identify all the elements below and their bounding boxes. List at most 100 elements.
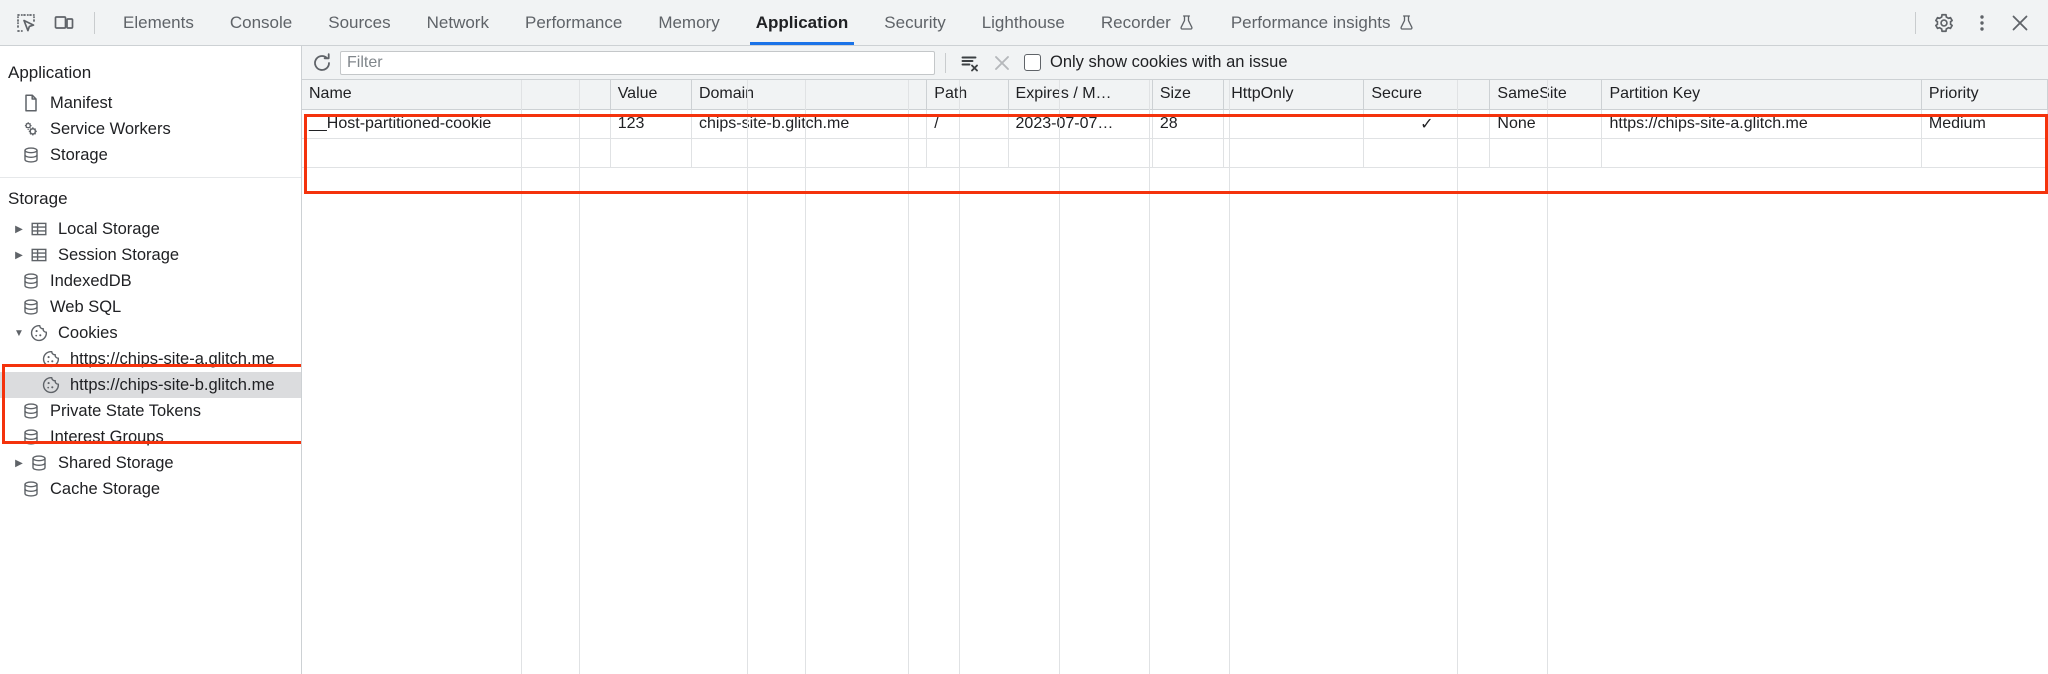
- tab-performance-insights[interactable]: Performance insights: [1213, 0, 1433, 45]
- tab-label: Lighthouse: [981, 12, 1065, 32]
- column-header-secure[interactable]: Secure: [1363, 80, 1491, 110]
- column-header-size[interactable]: Size: [1152, 80, 1225, 110]
- cell-priority: Medium: [1921, 109, 2048, 139]
- sidebar-item-manifest[interactable]: Manifest: [0, 90, 301, 116]
- sidebar-item-label: Storage: [50, 145, 108, 164]
- column-header-name[interactable]: Name: [302, 80, 611, 110]
- tab-label: Console: [229, 12, 293, 32]
- tab-security[interactable]: Security: [866, 0, 963, 45]
- more-vertical-icon[interactable]: [1964, 5, 2000, 41]
- sidebar-item-cache-storage[interactable]: Cache Storage: [0, 476, 301, 502]
- tab-lighthouse[interactable]: Lighthouse: [964, 0, 1083, 45]
- column-header-priority[interactable]: Priority: [1921, 80, 2048, 110]
- tab-application[interactable]: Application: [738, 0, 867, 45]
- sidebar-item-interest-groups[interactable]: Interest Groups: [0, 424, 301, 450]
- sidebar-item-local-storage[interactable]: ▶ Local Storage: [0, 216, 301, 242]
- chevron-right-icon[interactable]: ▶: [15, 249, 23, 261]
- chevron-right-icon[interactable]: ▶: [15, 223, 23, 235]
- tab-label: Network: [426, 12, 489, 32]
- column-header-partition-key[interactable]: Partition Key: [1601, 80, 1922, 110]
- table-row[interactable]: __Host-partitioned-cookie 123 chips-site…: [302, 109, 2048, 139]
- device-toolbar-icon[interactable]: [46, 5, 82, 41]
- sidebar-item-cookies[interactable]: ▼ Cookies: [0, 320, 301, 346]
- panel-tabs: Elements Console Sources Network Perform…: [105, 0, 1907, 45]
- sidebar-item-cookies-chips-site-b[interactable]: https://chips-site-b.glitch.me: [0, 372, 301, 398]
- empty-rows-grid: [302, 80, 2048, 674]
- only-show-issues-checkbox[interactable]: Only show cookies with an issue: [1024, 53, 1288, 72]
- sidebar-item-storage[interactable]: Storage: [0, 142, 301, 168]
- toolbar-divider: [1915, 11, 1916, 34]
- gear-icon[interactable]: [1926, 5, 1962, 41]
- sidebar-item-label: IndexedDB: [50, 271, 132, 290]
- column-header-httponly[interactable]: HttpOnly: [1223, 80, 1365, 110]
- search-input[interactable]: [340, 50, 935, 75]
- clear-all-cookies-icon[interactable]: [956, 50, 984, 76]
- experiment-flask-icon: [1178, 14, 1195, 31]
- sidebar-item-label: Shared Storage: [58, 453, 174, 472]
- checkbox-label: Only show cookies with an issue: [1050, 53, 1288, 71]
- sidebar-item-label: Session Storage: [58, 245, 180, 264]
- cookies-table-container: Name Value Domain Path Expires / M… Size…: [302, 80, 2048, 674]
- sidebar-item-web-sql[interactable]: Web SQL: [0, 294, 301, 320]
- sidebar-item-shared-storage[interactable]: ▶ Shared Storage: [0, 450, 301, 476]
- table-grid-icon: [28, 244, 50, 266]
- cookies-filter-toolbar: Only show cookies with an issue: [302, 46, 2048, 80]
- sidebar-item-service-workers[interactable]: Service Workers: [0, 116, 301, 142]
- checkbox-box[interactable]: [1024, 54, 1041, 71]
- tab-sources[interactable]: Sources: [310, 0, 408, 45]
- cell-size: 28: [1152, 109, 1225, 139]
- database-icon: [20, 478, 42, 500]
- chevron-right-icon[interactable]: ▶: [15, 457, 23, 469]
- tab-memory[interactable]: Memory: [640, 0, 737, 45]
- tab-label: Memory: [658, 12, 720, 32]
- column-header-path[interactable]: Path: [926, 80, 1009, 110]
- table-row-empty: [302, 138, 2048, 168]
- sidebar-section-application-title: Application: [8, 63, 92, 82]
- sidebar-item-private-state-tokens[interactable]: Private State Tokens: [0, 398, 301, 424]
- chevron-down-icon[interactable]: ▼: [14, 327, 24, 339]
- column-header-expires[interactable]: Expires / M…: [1008, 80, 1153, 110]
- toolbar-divider: [945, 52, 946, 73]
- cookies-table-body: __Host-partitioned-cookie 123 chips-site…: [302, 109, 2048, 168]
- database-icon: [20, 400, 42, 422]
- sidebar-item-cookies-chips-site-a[interactable]: https://chips-site-a.glitch.me: [0, 346, 301, 372]
- cell-httponly: [1223, 109, 1365, 139]
- cookies-table: Name Value Domain Path Expires / M… Size…: [302, 80, 2048, 168]
- sidebar-item-label: https://chips-site-a.glitch.me: [70, 349, 275, 368]
- column-header-value[interactable]: Value: [610, 80, 692, 110]
- sidebar-item-indexeddb[interactable]: IndexedDB: [0, 268, 301, 294]
- tab-label: Performance insights: [1230, 12, 1391, 32]
- tab-network[interactable]: Network: [409, 0, 507, 45]
- tab-label: Application: [755, 12, 849, 32]
- tab-console[interactable]: Console: [212, 0, 310, 45]
- column-header-domain[interactable]: Domain: [691, 80, 928, 110]
- tab-performance[interactable]: Performance: [507, 0, 640, 45]
- tab-label: Elements: [123, 12, 194, 32]
- cell-name: __Host-partitioned-cookie: [302, 109, 611, 139]
- column-header-samesite[interactable]: SameSite: [1489, 80, 1603, 110]
- sidebar-section-storage-title: Storage: [8, 189, 68, 208]
- tab-label: Sources: [328, 12, 391, 32]
- tab-label: Recorder: [1100, 12, 1171, 32]
- sidebar-item-label: Local Storage: [58, 219, 160, 238]
- database-icon: [20, 426, 42, 448]
- application-sidebar: Application Manifest: [0, 46, 302, 674]
- refresh-icon[interactable]: [308, 50, 336, 76]
- cell-value: 123: [610, 109, 692, 139]
- inspect-element-icon[interactable]: [8, 5, 44, 41]
- close-icon[interactable]: [2002, 5, 2038, 41]
- cell-samesite: None: [1489, 109, 1603, 139]
- tab-bar-left-controls: [0, 0, 105, 45]
- clear-filtered-cookies-icon[interactable]: [988, 50, 1016, 76]
- cell-path: /: [926, 109, 1009, 139]
- tab-elements[interactable]: Elements: [105, 0, 212, 45]
- sidebar-item-label: https://chips-site-b.glitch.me: [70, 375, 275, 394]
- cookie-icon: [40, 374, 62, 396]
- database-icon: [28, 452, 50, 474]
- table-grid-icon: [28, 218, 50, 240]
- sidebar-item-session-storage[interactable]: ▶ Session Storage: [0, 242, 301, 268]
- table-header-row: Name Value Domain Path Expires / M… Size…: [302, 80, 2048, 110]
- sidebar-item-label: Web SQL: [50, 297, 122, 316]
- tab-recorder[interactable]: Recorder: [1083, 0, 1213, 45]
